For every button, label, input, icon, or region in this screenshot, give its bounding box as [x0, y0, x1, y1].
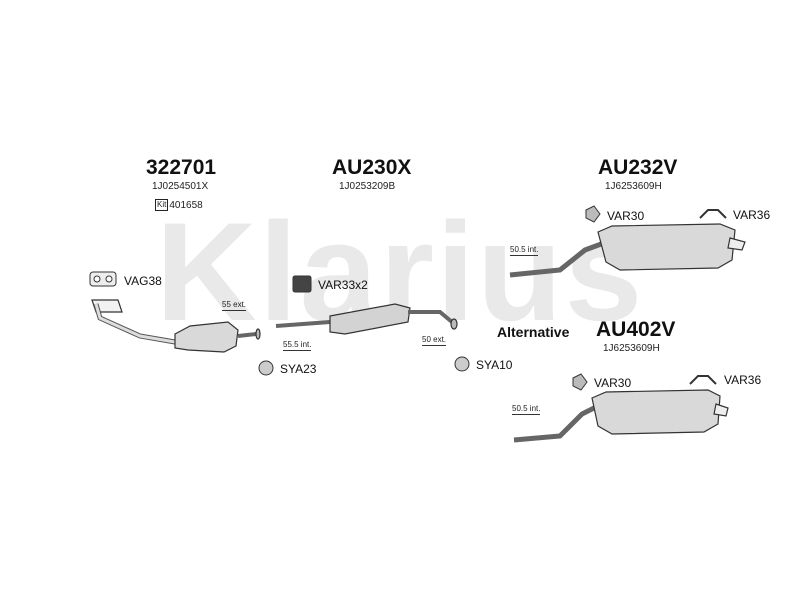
- fitting-label-vag38: VAG38: [124, 274, 162, 288]
- oem-number: 1J0254501X: [152, 181, 209, 192]
- bracket-icon: [699, 209, 727, 219]
- clamp-icon: [292, 275, 312, 293]
- dimension-label: 55.5 int.: [283, 340, 312, 351]
- fitting-label-var36: VAR36: [724, 373, 762, 387]
- part-number: 322701: [146, 156, 217, 179]
- gasket-icon: [89, 271, 117, 287]
- rear-silencer-top[interactable]: [509, 223, 746, 278]
- middle-pipe-resonator[interactable]: [275, 303, 458, 335]
- part-number: AU230X: [332, 156, 412, 179]
- rear-silencer-bottom[interactable]: [513, 389, 729, 443]
- fitting-label-var33: VAR33x2: [318, 278, 368, 292]
- rubber-mount-icon: [454, 356, 470, 372]
- fitting-label-var30: VAR30: [594, 376, 632, 390]
- fitting-label-sya23: SYA23: [280, 362, 317, 376]
- kit-tag: Kit: [155, 199, 169, 211]
- oem-number: 1J6253609H: [603, 343, 660, 354]
- kit-number: 401658: [169, 199, 203, 211]
- oem-number: 1J6253609H: [605, 181, 662, 192]
- part-number: AU402V: [596, 318, 676, 341]
- fitting-label-var36: VAR36: [733, 208, 771, 222]
- kit-ref: Kit 401658: [155, 199, 203, 211]
- fitting-label-var30: VAR30: [607, 209, 645, 223]
- alternative-label: Alternative: [497, 324, 570, 340]
- hanger-icon: [585, 205, 601, 223]
- part-number: AU232V: [598, 156, 678, 179]
- fitting-label-sya10: SYA10: [476, 358, 513, 372]
- hanger-icon: [572, 373, 588, 391]
- oem-number: 1J0253209B: [339, 181, 396, 192]
- dimension-label: 50.5 int.: [512, 404, 541, 415]
- bracket-icon: [689, 375, 717, 385]
- rubber-mount-icon: [258, 360, 274, 376]
- dimension-label: 50.5 int.: [510, 245, 539, 256]
- front-pipe-catalyst[interactable]: [91, 299, 261, 353]
- dimension-label: 50 ext.: [422, 335, 447, 346]
- dimension-label: 55 ext.: [222, 300, 247, 311]
